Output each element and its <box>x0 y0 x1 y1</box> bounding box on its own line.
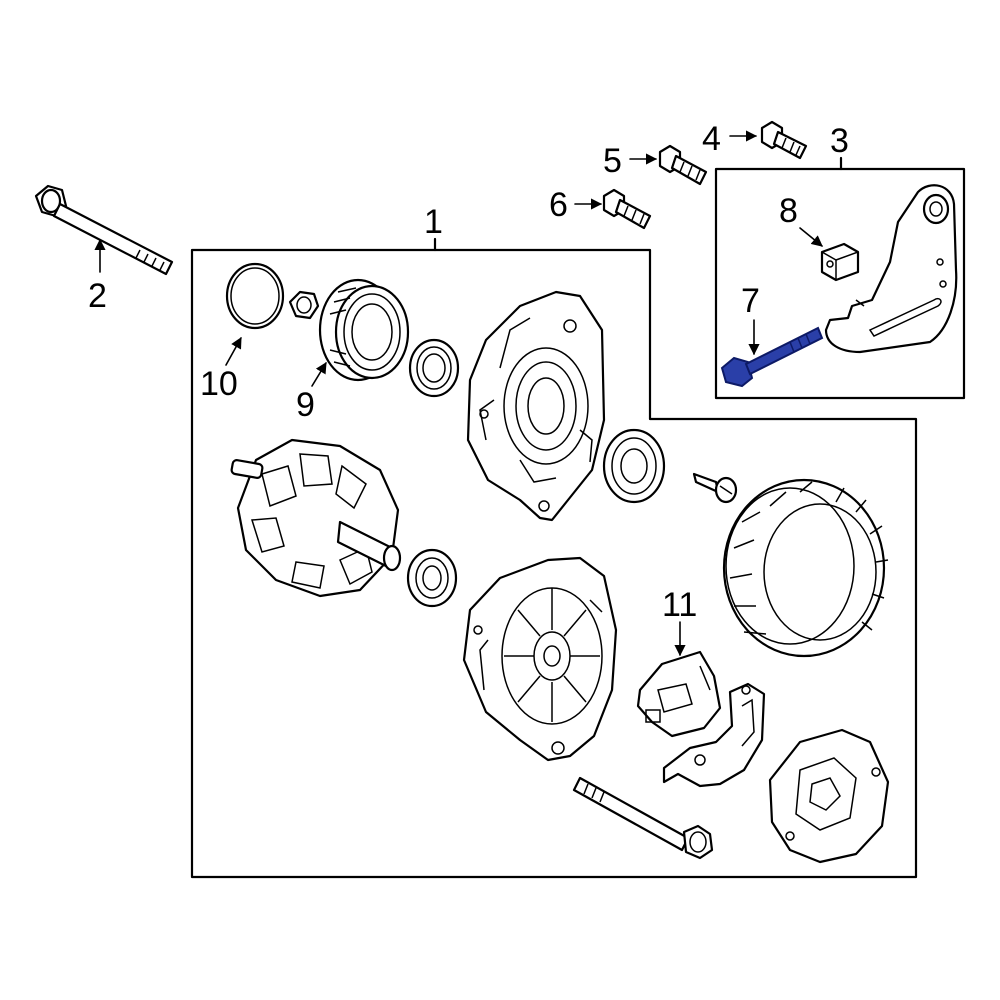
through-bolt-short <box>572 776 714 860</box>
pulley <box>318 278 410 382</box>
callout-9: 9 <box>296 386 315 424</box>
square-nut <box>820 242 860 282</box>
rear-cover <box>768 728 890 864</box>
callout-8: 8 <box>779 192 798 230</box>
highlighted-bolt-7 <box>720 326 824 388</box>
o-ring <box>225 262 285 330</box>
bolt-6 <box>602 188 652 230</box>
leader-arrow-10 <box>225 337 242 366</box>
callout-3: 3 <box>830 122 849 160</box>
leader-arrow-9 <box>311 362 327 387</box>
leader-arrow-8 <box>799 227 823 247</box>
front-housing <box>466 290 606 522</box>
alternator-assembly-frame <box>190 248 918 879</box>
voltage-regulator <box>636 650 722 738</box>
front-bearing <box>408 338 460 398</box>
bolt-4 <box>760 120 808 160</box>
callout-6: 6 <box>549 186 568 224</box>
alternator-bracket <box>824 184 958 354</box>
rotor-bearing <box>406 548 458 608</box>
rear-housing <box>462 556 618 762</box>
callout-10: 10 <box>200 365 238 403</box>
callout-11: 11 <box>662 586 697 624</box>
rear-bearing <box>602 428 666 504</box>
callout-2: 2 <box>88 277 107 315</box>
small-screw <box>692 472 738 504</box>
stator <box>722 478 889 658</box>
callout-5: 5 <box>603 142 622 180</box>
rotor <box>230 438 402 598</box>
pulley-nut <box>288 290 320 320</box>
callout-4: 4 <box>702 120 721 158</box>
rectifier-plate <box>662 682 766 788</box>
callout-1: 1 <box>424 203 443 241</box>
bolt-5 <box>658 144 708 186</box>
through-bolt-long <box>34 184 174 276</box>
callout-7: 7 <box>741 282 760 320</box>
